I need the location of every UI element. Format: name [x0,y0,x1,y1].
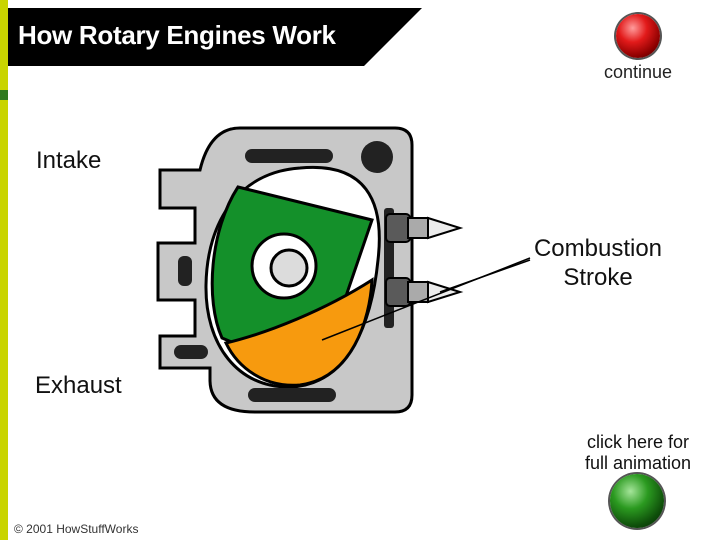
intake-port [178,256,192,286]
exhaust-label: Exhaust [35,372,122,399]
top-slot [245,149,333,163]
title-banner [8,8,422,66]
full-animation-button[interactable] [610,474,664,528]
top-hole [361,141,393,173]
combustion-pointer-plug [439,259,531,293]
spark-plug-lower [385,277,464,307]
full-animation-link[interactable]: click here for full animation [566,432,710,474]
combustion-label-line1: Combustion [533,235,663,262]
page-title: How Rotary Engines Work [18,20,336,50]
continue-button[interactable] [616,14,660,58]
left-edge-strip [0,0,8,540]
eccentric-shaft [269,248,309,288]
spark-plug-upper [385,213,464,243]
animation-label-line1[interactable]: click here for [586,432,690,452]
combustion-label-line2: Stroke [563,264,633,291]
exhaust-port [174,345,208,359]
bottom-slot [248,388,336,402]
copyright-text: © 2001 HowStuffWorks [14,522,139,536]
combustion-chamber [223,277,374,387]
animation-label-line2[interactable]: full animation [584,453,692,473]
left-edge-mark [0,90,8,100]
continue-label[interactable]: continue [603,62,673,82]
combustion-stroke-label: Combustion Stroke [508,234,688,292]
intake-label: Intake [36,147,102,174]
